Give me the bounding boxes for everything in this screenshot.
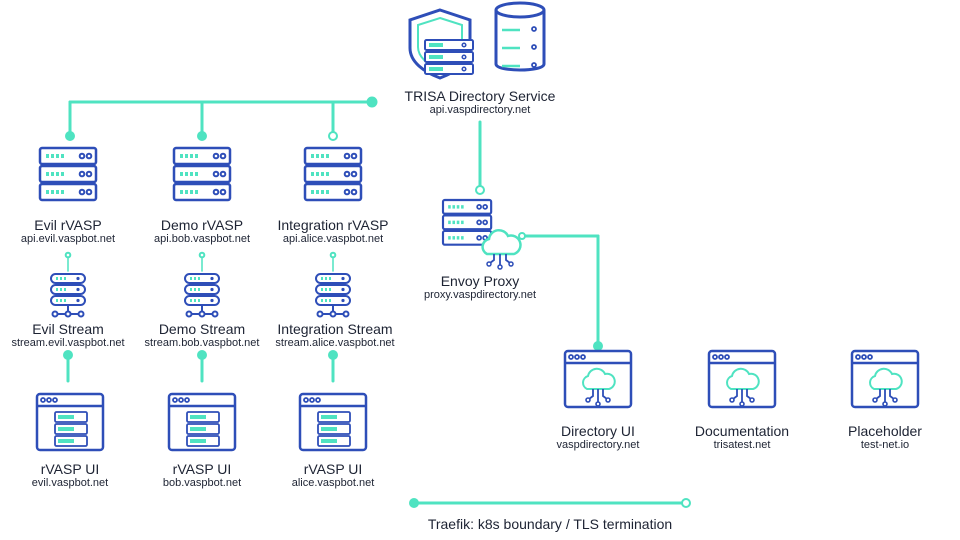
node-icons xyxy=(35,1,920,452)
web-name: Placeholder xyxy=(848,423,922,439)
server-led xyxy=(429,43,443,47)
web-node: Directory UI vaspdirectory.net xyxy=(557,423,640,452)
proxy-cloud-wire xyxy=(505,254,511,264)
proxy-rack xyxy=(441,198,493,246)
rvasp-stream-dot xyxy=(64,251,72,259)
stream-host: stream.bob.vaspbot.net xyxy=(144,337,260,349)
stream-ui-dot xyxy=(197,350,207,360)
server-light xyxy=(461,42,467,48)
web-node: Placeholder test-net.io xyxy=(848,423,922,452)
rvasp-name: Evil rVASP xyxy=(34,217,102,233)
stream-host: stream.evil.vaspbot.net xyxy=(11,337,125,349)
directory-node: TRISA Directory Service api.vaspdirector… xyxy=(405,88,556,117)
stream-ui-dot xyxy=(63,350,73,360)
browser-server-icon xyxy=(298,392,368,452)
rvasp-ui-host: bob.vaspbot.net xyxy=(162,477,242,489)
web-name: Documentation xyxy=(694,423,790,439)
proxy-cloud-node xyxy=(497,264,503,270)
database-light xyxy=(531,26,537,32)
rvasp-host: api.bob.vaspbot.net xyxy=(153,233,251,245)
rvasp-ui-node: rVASP UI evil.vaspbot.net xyxy=(32,461,108,490)
web-name: Directory UI xyxy=(561,423,635,439)
proxy-name: Envoy Proxy xyxy=(440,273,520,289)
stream-server-icon xyxy=(184,273,220,318)
rvasp-node: Evil rVASP api.evil.vaspbot.net xyxy=(21,217,115,246)
stream-server-icon xyxy=(50,273,86,318)
proxy-cloud-node xyxy=(508,261,514,267)
bus-drop-dot xyxy=(328,131,338,141)
server-rack-icon xyxy=(303,146,363,202)
directory-ui-dot xyxy=(593,341,603,351)
web-host: test-net.io xyxy=(860,439,910,451)
server-slot xyxy=(424,51,474,63)
rvasp-host: api.alice.vaspbot.net xyxy=(282,233,384,245)
server-light xyxy=(461,66,467,72)
proxy-exit-dot xyxy=(518,232,526,240)
bus-dot xyxy=(366,96,378,108)
stream-node: Evil Stream stream.evil.vaspbot.net xyxy=(11,321,124,350)
rvasp-ui-name: rVASP UI xyxy=(172,461,232,477)
server-rack-icon xyxy=(172,146,232,202)
stream-name: Integration Stream xyxy=(277,321,393,337)
server-rack-icon xyxy=(38,146,98,202)
browser-cloud-icon xyxy=(707,349,777,409)
browser-server-icon xyxy=(167,392,237,452)
stream-name: Evil Stream xyxy=(32,321,104,337)
proxy-cloud-node xyxy=(486,261,492,267)
proxy-entry-dot xyxy=(475,185,485,195)
bus-drop-dot xyxy=(197,131,207,141)
database-top xyxy=(494,1,546,19)
legend-dot-filled xyxy=(409,498,419,508)
stream-server-icon xyxy=(315,273,351,318)
proxy-host: proxy.vaspdirectory.net xyxy=(423,289,537,301)
database-light xyxy=(531,62,537,68)
rvasp-ui-node: rVASP UI alice.vaspbot.net xyxy=(292,461,375,490)
database-icon xyxy=(494,1,546,72)
browser-server-icon xyxy=(35,392,105,452)
rvasp-node: Demo rVASP api.bob.vaspbot.net xyxy=(154,217,250,246)
rvasp-stream-dot xyxy=(198,251,206,259)
rvasp-ui-host: evil.vaspbot.net xyxy=(31,477,109,489)
proxy-node: Envoy Proxy proxy.vaspdirectory.net xyxy=(424,273,536,302)
server-cloud-icon xyxy=(441,198,522,270)
bus-drop-dot xyxy=(65,131,75,141)
directory-host: api.vaspdirectory.net xyxy=(429,104,531,116)
legend-dot-hollow xyxy=(681,498,691,508)
server-slot xyxy=(424,63,474,75)
browser-cloud-icon xyxy=(563,349,633,409)
web-host: trisatest.net xyxy=(713,439,771,451)
rvasp-ui-name: rVASP UI xyxy=(303,461,363,477)
stream-host: stream.alice.vaspbot.net xyxy=(275,337,395,349)
web-host: vaspdirectory.net xyxy=(556,439,640,451)
server-led xyxy=(429,55,443,59)
proxy-cloud xyxy=(481,229,522,256)
rvasp-host: api.evil.vaspbot.net xyxy=(20,233,116,245)
database-light xyxy=(531,44,537,50)
stream-name: Demo Stream xyxy=(158,321,246,337)
server-led xyxy=(429,67,443,71)
rvasp-stream-dot xyxy=(329,251,337,259)
server-light xyxy=(461,54,467,60)
rvasp-ui-name: rVASP UI xyxy=(40,461,100,477)
proxy-cloud-wire xyxy=(489,254,495,264)
rvasp-ui-host: alice.vaspbot.net xyxy=(291,477,375,489)
legend-text: Traefik: k8s boundary / TLS termination xyxy=(427,516,673,532)
browser-cloud-icon xyxy=(850,349,920,409)
web-node: Documentation trisatest.net xyxy=(695,423,789,452)
stream-ui-dot xyxy=(328,350,338,360)
rvasp-name: Demo rVASP xyxy=(160,217,244,233)
stream-node: Demo Stream stream.bob.vaspbot.net xyxy=(145,321,260,350)
stream-node: Integration Stream stream.alice.vaspbot.… xyxy=(275,321,394,350)
rvasp-ui-node: rVASP UI bob.vaspbot.net xyxy=(163,461,241,490)
shield-server-icon xyxy=(408,8,474,80)
rvasp-name: Integration rVASP xyxy=(277,217,389,233)
rvasp-node: Integration rVASP api.alice.vaspbot.net xyxy=(277,217,388,246)
server-slot xyxy=(424,39,474,51)
directory-name: TRISA Directory Service xyxy=(404,88,556,104)
connection-lines xyxy=(63,96,691,508)
